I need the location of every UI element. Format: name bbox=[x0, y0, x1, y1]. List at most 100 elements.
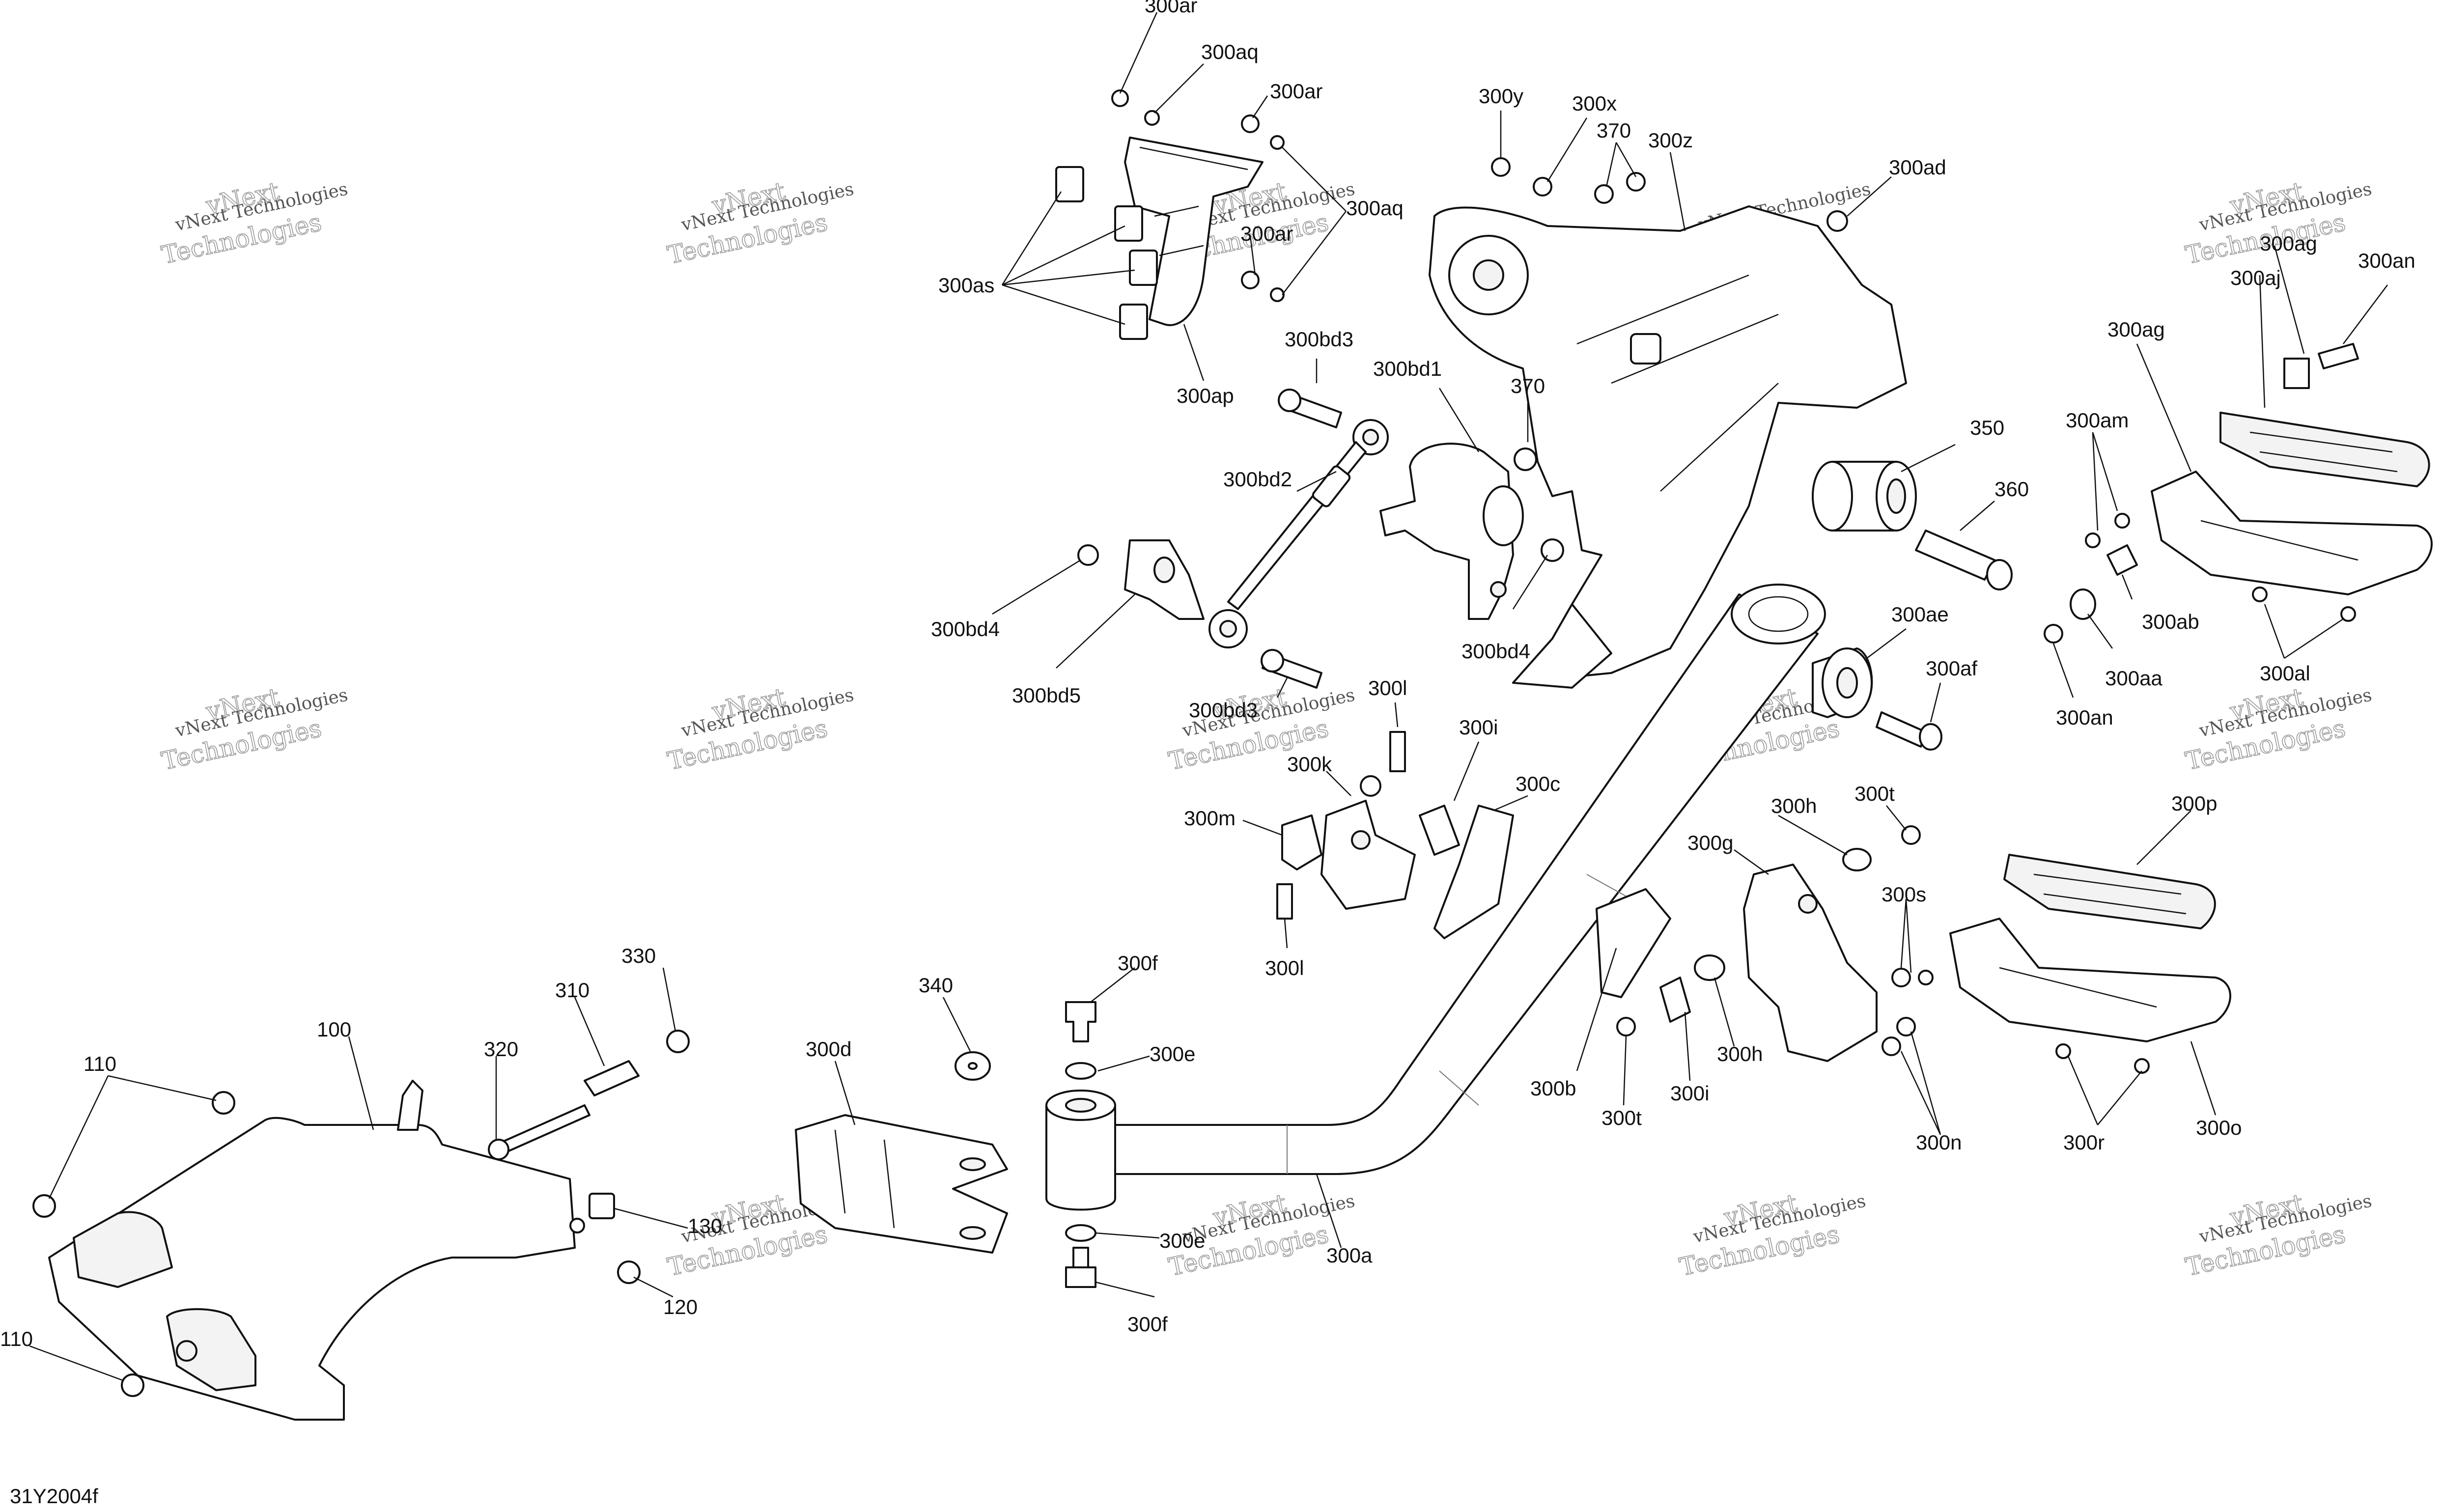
callout-300bd5: 300bd5 bbox=[1012, 684, 1081, 707]
callout-300af: 300af bbox=[1926, 657, 1977, 680]
callout-300ad: 300ad bbox=[1889, 156, 1946, 179]
callout-300h: 300h bbox=[1717, 1042, 1763, 1065]
shield-300c bbox=[1433, 805, 1514, 939]
callout-300bd1: 300bd1 bbox=[1373, 357, 1442, 380]
leader-lines bbox=[29, 12, 2388, 1381]
callout-370: 370 bbox=[1597, 119, 1631, 142]
callout-300i: 300i bbox=[1670, 1082, 1709, 1105]
washers-300e bbox=[1065, 1062, 1096, 1242]
small-fasteners bbox=[1111, 89, 1285, 302]
callout-300bd3: 300bd3 bbox=[1285, 328, 1353, 351]
callout-300c: 300c bbox=[1516, 772, 1560, 795]
callout-300aa: 300aa bbox=[2105, 667, 2162, 690]
callout-300f: 300f bbox=[1127, 1313, 1168, 1336]
washer-340 bbox=[955, 1051, 991, 1081]
callout-300e: 300e bbox=[1150, 1042, 1195, 1065]
callout-300b: 300b bbox=[1530, 1077, 1576, 1100]
callout-330: 330 bbox=[621, 944, 656, 967]
block-300m bbox=[1281, 814, 1322, 870]
callout-110: 110 bbox=[0, 1327, 33, 1350]
small-parts-right-top bbox=[2044, 343, 2359, 644]
callout-300bd3: 300bd3 bbox=[1189, 699, 1258, 722]
callout-120: 120 bbox=[663, 1295, 698, 1318]
callout-130: 130 bbox=[688, 1214, 722, 1237]
callout-300n: 300n bbox=[1916, 1131, 1962, 1154]
callout-300a: 300a bbox=[1326, 1244, 1373, 1267]
callout-300an: 300an bbox=[2358, 249, 2415, 272]
clamp-300bd5 bbox=[1124, 539, 1205, 620]
callout-300g: 300g bbox=[1687, 831, 1733, 854]
linkage-rod-300bd2 bbox=[1208, 419, 1389, 648]
callout-300z: 300z bbox=[1648, 129, 1693, 152]
watermark: vNext Technologies vNext Technologies bbox=[665, 176, 856, 270]
bolt-360 bbox=[1915, 530, 2013, 590]
callout-300aq: 300aq bbox=[1346, 196, 1404, 220]
callout-300f: 300f bbox=[1118, 952, 1158, 975]
callout-300l: 300l bbox=[1368, 676, 1407, 700]
callout-350: 350 bbox=[1970, 416, 2004, 439]
bushing-300ae bbox=[1812, 647, 1873, 718]
nut-130 bbox=[589, 1193, 615, 1219]
nut-330 bbox=[666, 1030, 690, 1053]
nuts bbox=[1077, 157, 1848, 566]
watermark: vNext Technologies vNext Technologies bbox=[665, 682, 856, 776]
bolts-300t bbox=[1616, 825, 1921, 1036]
footrest-pad-300aj bbox=[2219, 412, 2430, 487]
base-bracket-100 bbox=[48, 1080, 585, 1421]
footrest-tube-300a bbox=[1045, 584, 1826, 1211]
watermark: vNext Technologies vNext Technologies bbox=[159, 682, 350, 776]
plate-300d bbox=[795, 1114, 1008, 1254]
callout-300e: 300e bbox=[1159, 1229, 1205, 1252]
bolt-120 bbox=[617, 1260, 641, 1284]
swing-arm-300bd1 bbox=[1379, 443, 1524, 620]
callout-320: 320 bbox=[484, 1037, 518, 1061]
callout-300x: 300x bbox=[1572, 92, 1617, 115]
bushing-350 bbox=[1812, 461, 1917, 532]
callout-300ab: 300ab bbox=[2142, 610, 2199, 633]
watermark: vNext Technologies vNext Technologies bbox=[1166, 682, 1357, 776]
callout-300am: 300am bbox=[2066, 409, 2129, 432]
shield-300b bbox=[1596, 888, 1671, 998]
callout-300ag: 300ag bbox=[2260, 232, 2317, 255]
watermark: vNext Technologies vNext Technologies bbox=[159, 176, 350, 270]
callout-300bd4: 300bd4 bbox=[931, 617, 1000, 641]
bolt-300bd3 bbox=[1261, 389, 1342, 689]
spacer-300i bbox=[1419, 805, 1691, 1023]
callout-340: 340 bbox=[919, 974, 953, 997]
callout-300an: 300an bbox=[2056, 706, 2113, 729]
bolt-320 bbox=[488, 1104, 590, 1160]
callout-300k: 300k bbox=[1287, 753, 1332, 776]
callout-300s: 300s bbox=[1881, 883, 1926, 906]
watermark: vNext Technologies vNext Technologies bbox=[2183, 1188, 2374, 1282]
bolts-300f bbox=[1065, 1001, 1096, 1288]
callout-300h: 300h bbox=[1771, 794, 1817, 817]
bolts-110 bbox=[32, 1091, 235, 1397]
bushing-300h bbox=[1694, 848, 1872, 981]
bolt-300l bbox=[1276, 731, 1406, 920]
callout-370: 370 bbox=[1511, 374, 1545, 397]
callout-300i: 300i bbox=[1459, 716, 1498, 739]
footrest-frame-300o bbox=[1949, 918, 2231, 1074]
callout-300l: 300l bbox=[1265, 956, 1304, 980]
callout-300as: 300as bbox=[938, 274, 994, 297]
callout-300aq: 300aq bbox=[1201, 40, 1259, 63]
callout-300p: 300p bbox=[2171, 792, 2217, 815]
callout-100: 100 bbox=[317, 1018, 351, 1041]
callout-300o: 300o bbox=[2196, 1116, 2242, 1139]
callout-300ar: 300ar bbox=[1145, 0, 1197, 17]
watermarks: vNext Technologies vNext Technologies vN… bbox=[159, 176, 2374, 1282]
upper-bracket-300ap bbox=[1124, 137, 1264, 326]
callout-300aj: 300aj bbox=[2230, 266, 2281, 289]
callout-300t: 300t bbox=[1854, 782, 1895, 805]
clips-300as bbox=[1055, 166, 1158, 340]
watermark: vNext Technologies vNext Technologies bbox=[1677, 1188, 1868, 1282]
callout-300ag: 300ag bbox=[2107, 318, 2165, 341]
callout-300r: 300r bbox=[2063, 1131, 2105, 1154]
callout-300ae: 300ae bbox=[1891, 603, 1949, 626]
callout-310: 310 bbox=[555, 979, 590, 1002]
callout-300ar: 300ar bbox=[1270, 80, 1322, 103]
clamp-300k bbox=[1320, 775, 1416, 910]
